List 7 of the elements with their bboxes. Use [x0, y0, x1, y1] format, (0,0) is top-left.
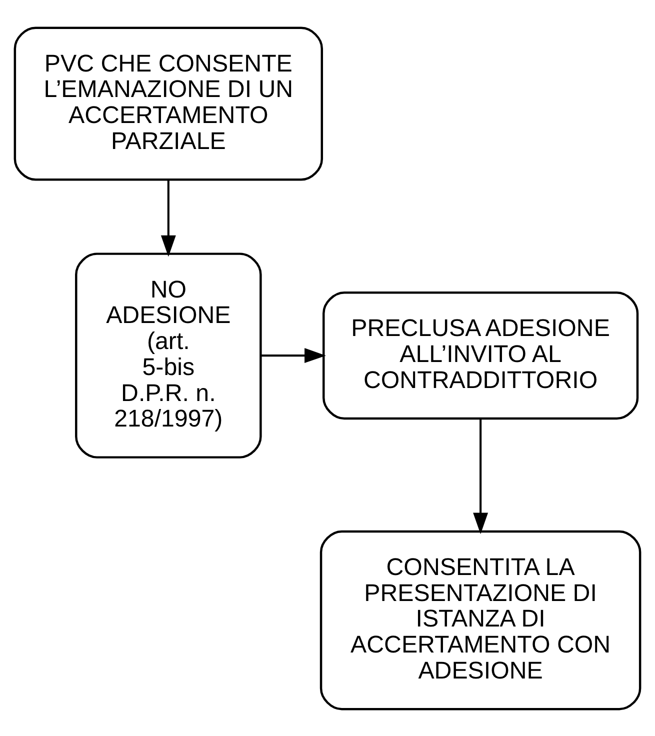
node-box: PRECLUSA ADESIONE ALL’INVITO AL CONTRADDITTORIO [322, 291, 639, 420]
arrow [160, 180, 176, 256]
arrow [473, 418, 488, 534]
arrow [261, 348, 326, 363]
node-box: PVC CHE CONSENTE L’EMANAZIONE DI UN ACCERTAMENTO PARZIALE [14, 26, 324, 180]
node-box: NO ADESIONE (art. 5-bis D.P.R. n. 218/1997) [75, 252, 262, 458]
node-box: CONSENTITA LA PRESENTAZIONE DI ISTANZA DI ACCERTAMENTO CON ADESIONE [320, 530, 642, 710]
